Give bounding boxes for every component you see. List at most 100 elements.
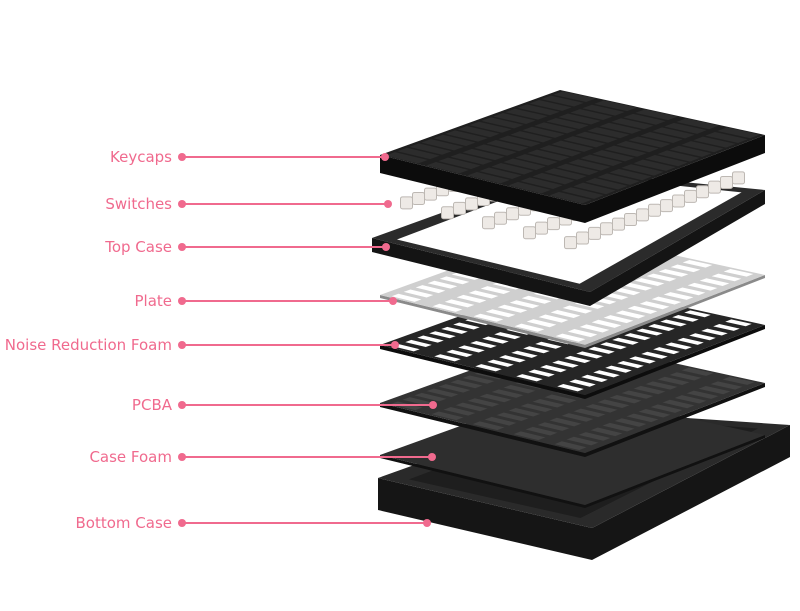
keycap <box>546 117 589 129</box>
pcba-switch-pad <box>544 394 577 403</box>
pcba-switch-pad <box>508 407 541 417</box>
pcba-switch-pad <box>609 394 642 404</box>
plate-cutout <box>622 282 653 291</box>
switch <box>636 208 649 222</box>
keycap <box>532 172 575 185</box>
plate-cutout <box>432 303 463 312</box>
pcba-switch-pad <box>614 418 647 427</box>
keycap <box>481 117 524 129</box>
keycap <box>594 100 637 112</box>
keycap <box>599 122 642 134</box>
pcba-switch-pad <box>554 441 587 451</box>
leader-dot <box>391 341 399 349</box>
switch <box>494 211 507 225</box>
keycap <box>539 145 582 157</box>
switch <box>660 199 673 213</box>
pcba-switch-pad <box>578 432 611 441</box>
keycap <box>421 139 464 151</box>
foam-cutout <box>434 354 461 362</box>
leader-dot <box>381 153 389 161</box>
switch <box>465 197 478 211</box>
plate-cutout <box>675 287 706 296</box>
pcba-switch-pad <box>662 399 695 409</box>
keycap <box>570 109 613 121</box>
foam-cutout <box>581 374 608 383</box>
pcba-switch-pad <box>414 392 447 402</box>
foam-cutout <box>677 337 704 345</box>
keycap <box>681 141 724 153</box>
keycap <box>573 182 616 195</box>
foam-cutout <box>648 324 675 331</box>
plate-cutout <box>658 269 689 277</box>
foam-cutout <box>689 333 716 341</box>
leader-dot <box>178 401 186 409</box>
foam-cutout <box>660 319 687 327</box>
keycap <box>611 118 654 130</box>
keycap <box>541 95 584 107</box>
keycap <box>474 144 517 156</box>
keycap <box>640 131 683 144</box>
foam-cutout <box>494 332 521 340</box>
keycap <box>527 149 570 161</box>
plate-cutout <box>497 304 528 313</box>
keycap <box>467 171 510 184</box>
switch <box>506 207 519 221</box>
foam-cutout <box>429 331 456 339</box>
pcba-switch-pad <box>496 412 529 422</box>
pcba-switch-pad <box>503 384 536 394</box>
foam-cutout <box>588 346 615 354</box>
foam-cutout <box>557 384 584 392</box>
keycap <box>621 164 664 176</box>
leader-dot <box>178 297 186 305</box>
plate-cutout <box>682 259 713 268</box>
switch <box>535 221 548 235</box>
pcba-switch-pad <box>681 367 714 376</box>
keycap <box>623 113 666 125</box>
foam-cutout <box>540 364 567 373</box>
switch <box>482 216 495 230</box>
pcba-switch-pad <box>491 389 524 398</box>
foam-cutout <box>487 359 514 367</box>
foam-cutout <box>499 355 526 363</box>
foam-cutout <box>446 349 473 357</box>
keycap <box>522 126 565 138</box>
foam-cutout <box>405 339 432 348</box>
keycap <box>616 141 659 153</box>
pcba-switch-pad <box>686 390 719 399</box>
foam-cutout <box>393 344 420 352</box>
switch <box>412 191 425 205</box>
keycap <box>693 136 736 148</box>
pcba-switch-pad <box>532 399 565 408</box>
keycap <box>563 136 606 148</box>
keycap <box>498 135 541 147</box>
pcba-switch-pad <box>472 421 505 431</box>
foam-cutout <box>636 328 663 336</box>
plate-cutout <box>550 310 581 319</box>
plate-cutout <box>562 305 593 314</box>
switch <box>441 206 454 220</box>
plate-cutout <box>579 324 610 333</box>
keycap <box>633 159 676 171</box>
label-pcba: PCBA <box>131 396 172 414</box>
plate-cutout <box>538 314 569 323</box>
plate-cutout <box>639 301 670 310</box>
plate-cutout <box>480 286 511 295</box>
keycap <box>397 147 440 160</box>
pcba-switch-pad <box>621 390 654 399</box>
foam-cutout <box>516 374 543 382</box>
foam-cutout <box>482 336 509 344</box>
pcba-switch-pad <box>698 385 731 395</box>
pcba-switch-pad <box>402 397 435 406</box>
keycap <box>493 113 536 125</box>
pcba-switch-pad <box>443 407 476 416</box>
keycap <box>505 108 548 120</box>
pcba-switch-pad <box>525 426 558 436</box>
keycap <box>517 104 560 116</box>
switch <box>696 185 709 199</box>
switch <box>684 189 697 203</box>
switch <box>523 226 536 240</box>
plate-cutout <box>603 315 634 324</box>
pcba-switch-pad <box>455 402 488 412</box>
keycap <box>551 140 594 152</box>
plate-cutout <box>473 313 504 322</box>
